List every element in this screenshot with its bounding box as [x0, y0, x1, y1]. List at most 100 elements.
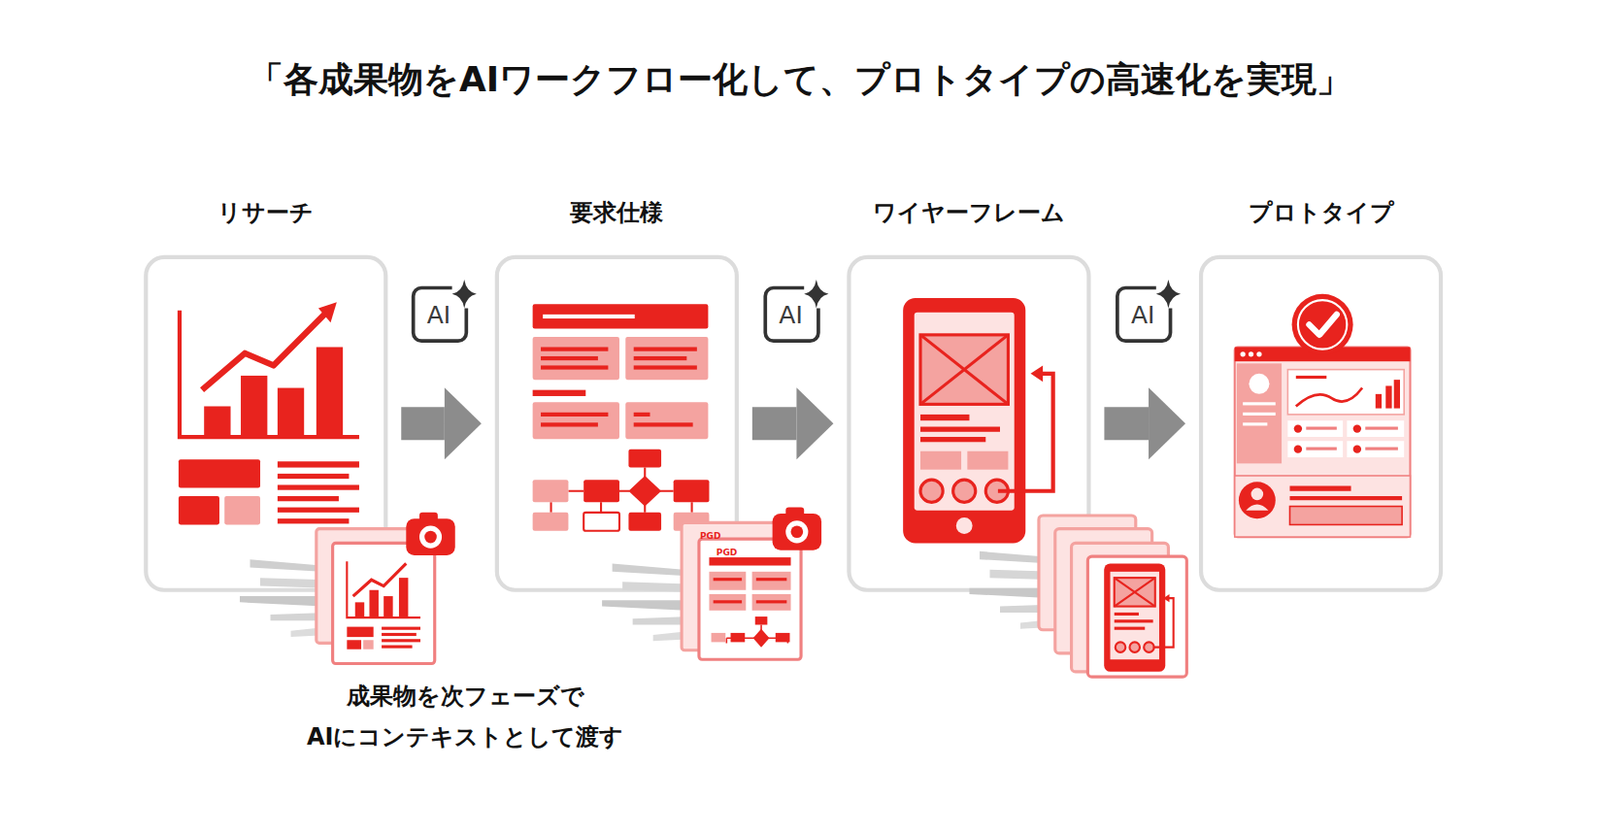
spec-document	[533, 303, 710, 531]
wireframe-phone-path	[920, 334, 1008, 405]
research-stack-path	[346, 561, 421, 618]
ai-icons-g-path	[1156, 279, 1181, 308]
prototype-dashboard-rect	[1287, 369, 1404, 415]
wireframe-phone-circle	[953, 479, 976, 502]
prototype-dashboard-rect	[1234, 347, 1411, 538]
prototype-dashboard-rect	[1365, 427, 1399, 431]
prototype-dashboard-circle	[1248, 351, 1254, 357]
prototype-dashboard-rect	[1305, 427, 1337, 431]
prototype-dashboard-rect	[1365, 447, 1399, 451]
research-stack-rect	[381, 638, 421, 642]
prototype-dashboard-rect	[1242, 401, 1276, 405]
spec-document-rect	[583, 479, 620, 502]
research-chart	[178, 301, 360, 525]
spec-document-rect	[625, 336, 708, 380]
wireframe-phone-rect	[920, 414, 969, 421]
prototype-dashboard-rect	[1242, 412, 1276, 416]
spec-document-rect	[533, 303, 709, 329]
research-chart-rect	[277, 518, 350, 524]
phase-card: ワイヤーフレーム	[848, 257, 1089, 591]
spec-document-rect	[633, 347, 698, 352]
prototype-dashboard-circle	[1240, 351, 1246, 357]
research-stack-rect	[399, 577, 408, 618]
research-stack-rect	[381, 633, 417, 636]
spec-document-rect	[673, 479, 710, 502]
spec-document-rect	[533, 401, 620, 439]
spec-document-rect	[542, 314, 635, 319]
arrow-head	[444, 387, 482, 460]
research-chart-rect	[277, 496, 339, 501]
research-chart-polygon	[318, 301, 337, 323]
arrow-head	[796, 387, 834, 460]
wireframe-phone	[902, 298, 1054, 543]
spec-document-rect	[533, 512, 569, 532]
prototype-dashboard-circle	[1292, 294, 1354, 356]
spec-document-g	[551, 467, 693, 513]
spec-stack-rect	[752, 594, 792, 611]
wireframe-stack-rect	[1114, 577, 1156, 606]
phase-heading: ワイヤーフレーム	[809, 197, 1128, 229]
wireframe-phone-rect	[966, 451, 1008, 470]
ai-icons-g	[765, 279, 829, 341]
prototype-dashboard-circle	[1298, 300, 1347, 349]
prototype-dashboard-rect	[1289, 486, 1351, 492]
wireframe-phone-rect	[920, 334, 1008, 405]
phase-card: リサーチ	[145, 257, 386, 591]
prototype-dashboard-circle	[1248, 373, 1269, 395]
research-stack-rect	[346, 627, 373, 638]
ai-icons-g-path	[803, 279, 829, 308]
ai-icons-g	[1117, 279, 1181, 341]
prototype-dashboard-rect	[1234, 475, 1411, 537]
prototype-dashboard-rect	[1346, 440, 1404, 458]
ai-icons-g-path	[452, 279, 477, 308]
spec-document-polygon	[628, 475, 662, 507]
prototype-dashboard-circle	[1256, 351, 1262, 357]
ai-icon-label: AI	[1131, 302, 1155, 328]
spec-document-rect	[628, 449, 662, 468]
ai-icon-label: AI	[427, 302, 451, 328]
arrow-head	[1148, 387, 1186, 460]
research-chart-rect	[316, 347, 343, 438]
spec-stack	[601, 507, 822, 661]
spec-document-rect	[633, 365, 698, 369]
wireframe-stack-circle	[1129, 641, 1140, 653]
spec-document-rect	[540, 412, 608, 417]
spec-document-rect	[628, 512, 662, 532]
arrow-shaft	[752, 406, 798, 440]
wireframe-stack-rect	[1110, 571, 1160, 660]
research-stack-use	[405, 512, 455, 556]
ai-icon-label: AI	[778, 302, 802, 328]
flow-arrow	[400, 387, 482, 460]
spec-stack-rect	[708, 557, 791, 566]
research-stack-rect	[381, 645, 413, 649]
research-stack-rect	[381, 627, 421, 631]
wireframe-phone-rect	[914, 312, 1015, 511]
research-chart-rect	[277, 473, 350, 479]
research-stack-rect	[346, 639, 362, 649]
spec-document-rect	[540, 365, 608, 369]
arrow-shaft	[400, 406, 445, 440]
spec-document-rect	[540, 347, 608, 352]
ai-icons-g	[413, 279, 477, 341]
wireframe-phone-polygon	[1031, 365, 1044, 382]
wireframe-stack-path	[1153, 598, 1174, 647]
spec-document-rect	[533, 479, 569, 502]
spec-document-rect	[633, 422, 694, 427]
spec-document-rect	[583, 512, 620, 532]
spec-stack-rect	[713, 600, 742, 603]
research-stack-rect	[368, 590, 378, 618]
spec-stack-rect	[708, 594, 746, 611]
card-outlines-rect	[1200, 257, 1441, 591]
wireframe-phone-path	[998, 373, 1054, 492]
wireframe-phone-rect	[920, 436, 986, 442]
caption-note: 成果物を次フェーズで AIにコンテキストとして渡す	[280, 675, 650, 758]
spec-stack-rect	[756, 600, 788, 603]
research-chart-rect	[224, 496, 261, 525]
research-chart-rect	[240, 375, 267, 437]
spec-document-rect	[540, 356, 599, 361]
ai-icons	[413, 279, 1181, 341]
wireframe-phone-circle	[920, 479, 943, 502]
research-stack-rect	[383, 596, 393, 618]
wireframe-stack-rect	[1087, 556, 1187, 677]
